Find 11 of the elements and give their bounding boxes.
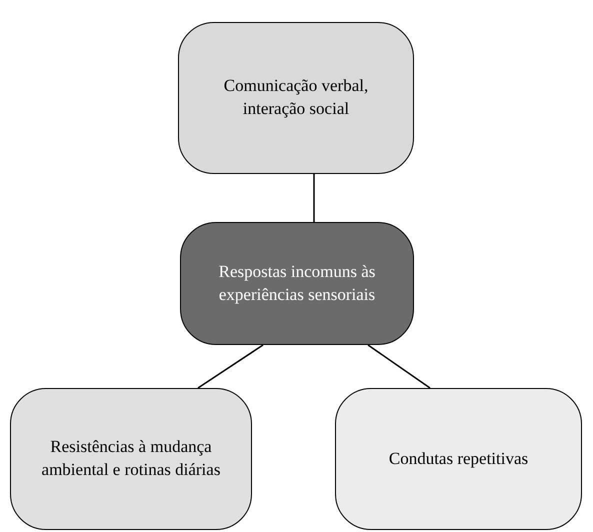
node-text: Condutas repetitivas [388, 448, 528, 470]
node-text: Comunicação verbal, interação social [222, 75, 370, 120]
rounded-box [10, 388, 252, 530]
connector-line [198, 344, 264, 389]
connector-line [313, 174, 315, 222]
rounded-box [180, 222, 414, 345]
rounded-box [178, 22, 414, 174]
node-text: Respostas incomuns às experiências sensoriais [218, 260, 376, 306]
node-text: Resistências à mudança ambiental e rotinas diárias [40, 436, 222, 481]
rounded-box [335, 388, 582, 530]
connector-line [368, 344, 430, 389]
